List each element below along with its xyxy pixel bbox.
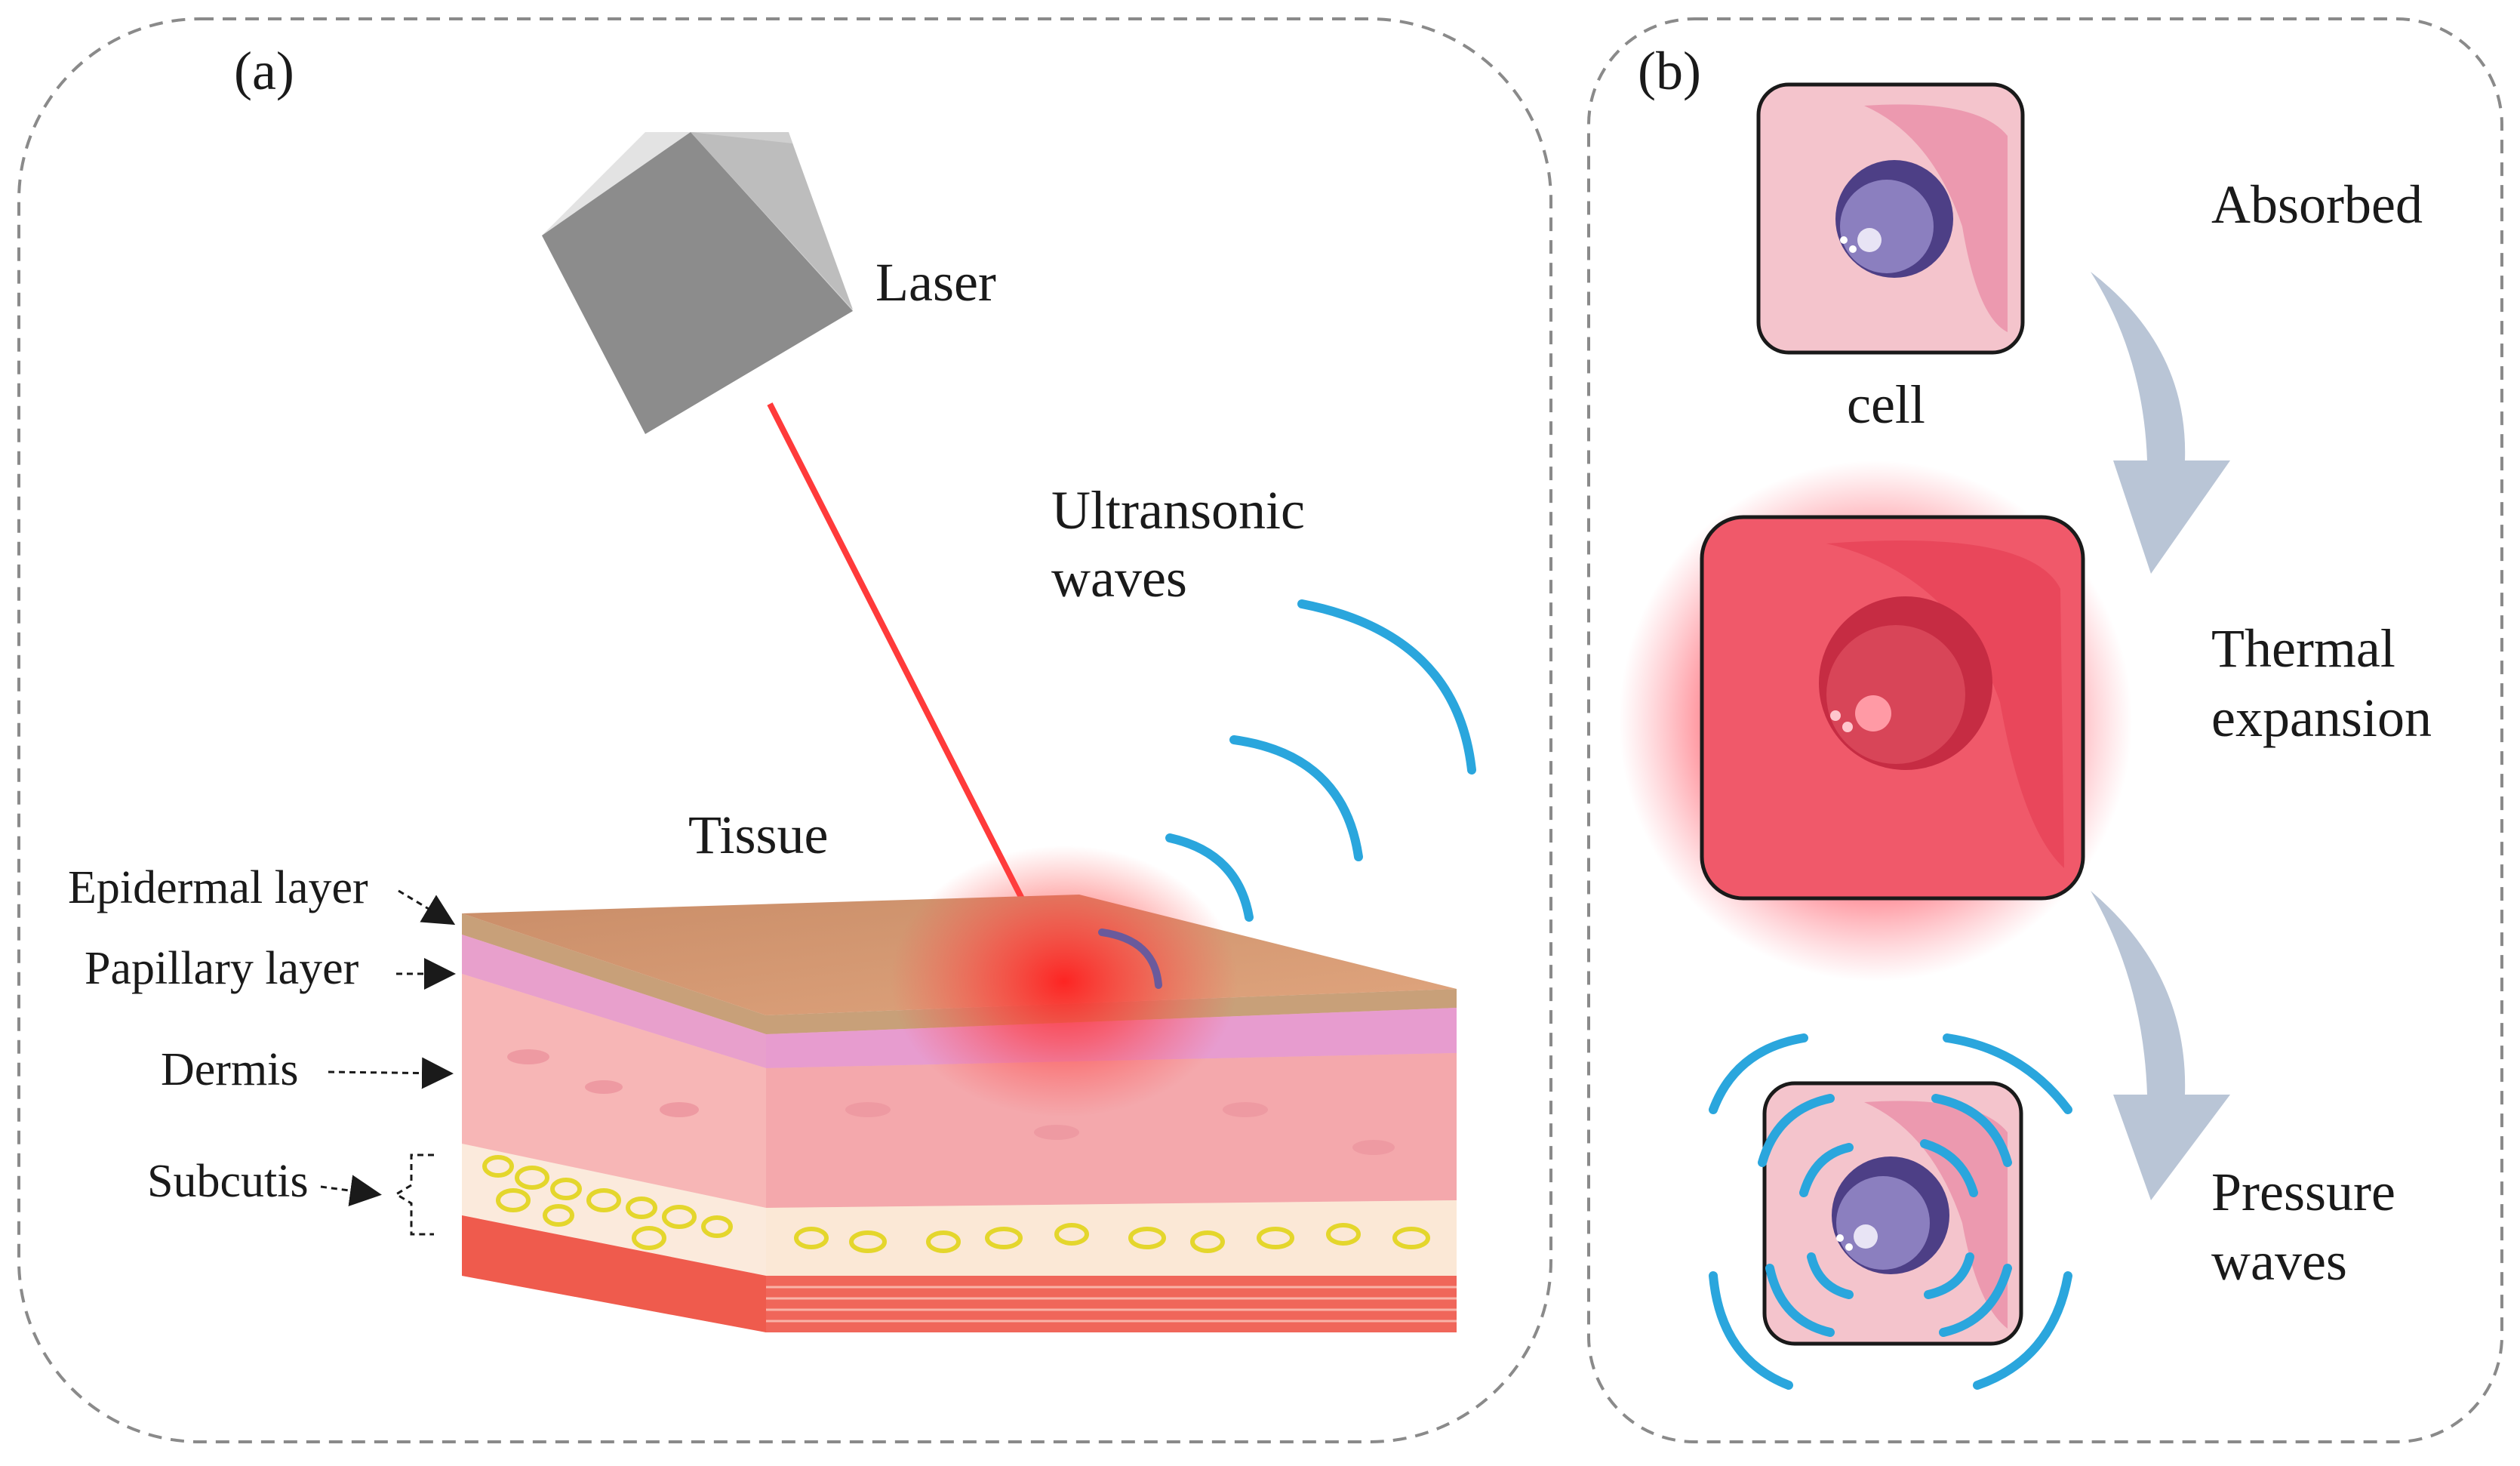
ultrasonic-waves <box>1165 599 1476 922</box>
papillary-layer-label: Papillary layer <box>85 943 359 994</box>
laser-device <box>542 132 853 434</box>
panel-a: (a) Laser <box>17 17 1552 1443</box>
wave-arc-medium <box>1229 735 1363 861</box>
ultrasonic-label-line2: waves <box>1051 548 1187 608</box>
wave-arc-large <box>1297 599 1476 775</box>
cell-label: cell <box>1847 374 1925 435</box>
absorbed-label: Absorbed <box>2211 174 2423 235</box>
panel-a-border <box>17 17 1552 1443</box>
panel-b-label: (b) <box>1638 41 1701 101</box>
ultrasonic-label-line1: Ultransonic <box>1051 480 1305 541</box>
tissue-block <box>462 845 1457 1332</box>
pressure-wave-arcs <box>1709 1033 2072 1390</box>
arrow-absorbed-to-thermal <box>2091 272 2230 574</box>
thermal-label-line1: Thermal <box>2211 618 2395 679</box>
pressure-label-line2: waves <box>2211 1231 2347 1292</box>
panel-b: (b) cell Absorbed Thermal expansion <box>1587 17 2503 1443</box>
wave-arc-small <box>1165 833 1254 922</box>
epidermal-layer-label: Epidermal layer <box>68 862 368 913</box>
epidermal-arrow <box>398 889 456 925</box>
cell-normal <box>1756 82 2025 355</box>
dermis-label: Dermis <box>161 1044 299 1095</box>
tissue-label: Tissue <box>688 805 828 865</box>
pressure-label-line1: Pressure <box>2211 1162 2395 1222</box>
dermis-arrow <box>328 1057 454 1089</box>
panel-b-border <box>1587 17 2503 1443</box>
subcutis-arrow <box>320 1175 382 1207</box>
subcutis-label: Subcutis <box>147 1156 309 1207</box>
subcutis-bracket <box>394 1153 434 1236</box>
thermal-label-line2: expansion <box>2211 688 2432 748</box>
arrow-thermal-to-pressure <box>2091 891 2230 1200</box>
cell-heated <box>1619 460 2132 981</box>
laser-label: Laser <box>875 252 996 313</box>
panel-a-label: (a) <box>234 41 294 101</box>
